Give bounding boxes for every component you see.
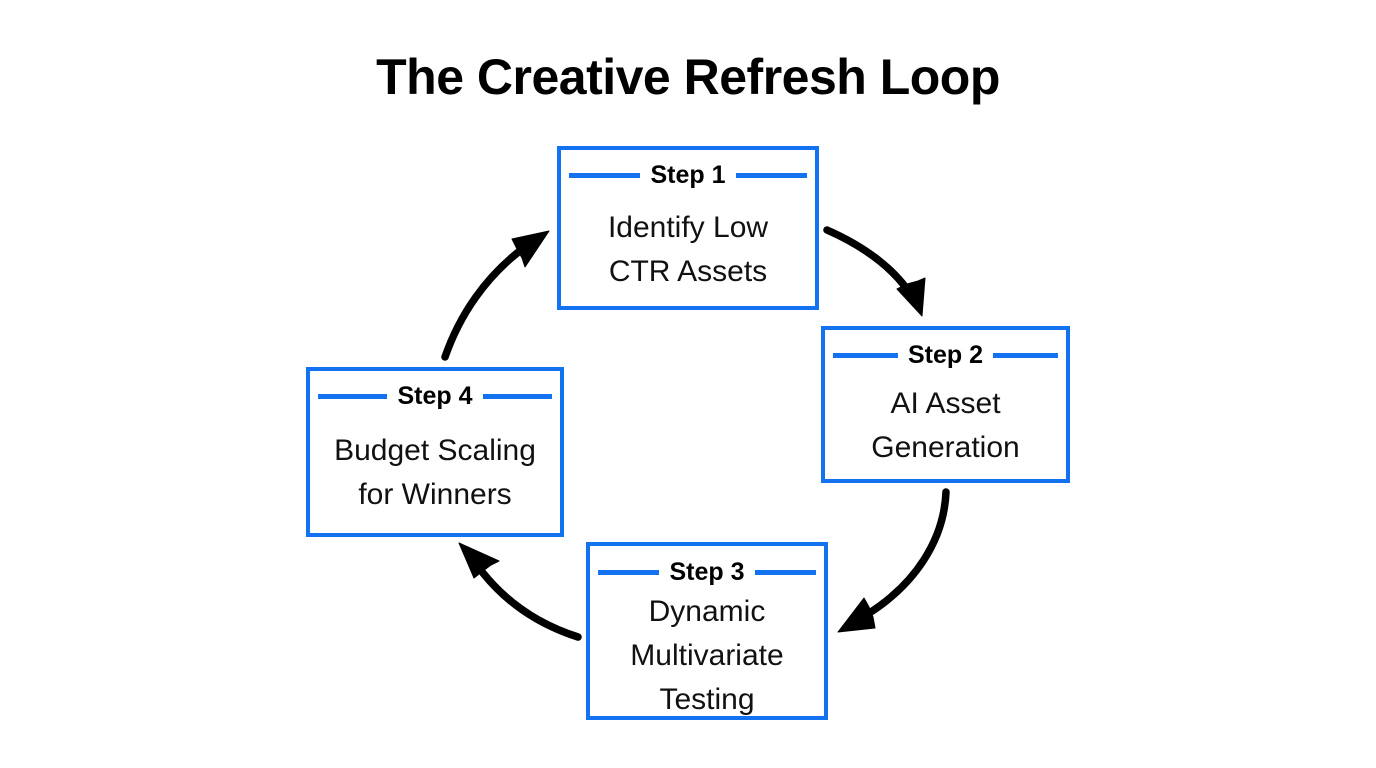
step-box-4[interactable]: Step 4 Budget Scaling for Winners bbox=[306, 367, 564, 537]
step-4-rule-left bbox=[318, 394, 388, 399]
step-3-body: Dynamic Multivariate Testing bbox=[630, 595, 784, 716]
step-3-rule-left bbox=[598, 570, 660, 575]
step-2-rule-left bbox=[833, 353, 898, 358]
step-1-rule-left bbox=[569, 173, 641, 178]
step-2-body: AI Asset Generation bbox=[871, 387, 1020, 464]
step-4-header: Step 4 bbox=[318, 384, 552, 409]
step-3-label: Step 3 bbox=[659, 560, 755, 585]
step-2-header: Step 2 bbox=[833, 343, 1058, 368]
step-1-header: Step 1 bbox=[569, 163, 807, 188]
step-1-body: Identify Low CTR Assets bbox=[607, 211, 769, 288]
arrow-step-1-to-step-2 bbox=[823, 226, 926, 317]
step-1-rule-right bbox=[735, 173, 807, 178]
step-2-label: Step 2 bbox=[897, 343, 994, 368]
step-box-3[interactable]: Step 3 Dynamic Multivariate Testing bbox=[586, 542, 828, 720]
step-box-2[interactable]: Step 2 AI Asset Generation bbox=[821, 326, 1070, 483]
arrow-step-4-to-step-1 bbox=[441, 230, 550, 361]
arrow-step-2-to-step-3 bbox=[837, 488, 950, 633]
step-4-label: Step 4 bbox=[387, 384, 483, 409]
step-3-rule-right bbox=[754, 570, 816, 575]
step-4-body: Budget Scaling for Winners bbox=[334, 434, 536, 511]
page-title: The Creative Refresh Loop bbox=[376, 49, 1000, 105]
arrow-step-3-to-step-4 bbox=[458, 542, 582, 641]
step-2-rule-right bbox=[993, 353, 1058, 358]
step-box-1[interactable]: Step 1 Identify Low CTR Assets bbox=[557, 146, 819, 310]
step-3-header: Step 3 bbox=[598, 560, 816, 585]
step-1-label: Step 1 bbox=[640, 163, 736, 188]
step-4-rule-right bbox=[482, 394, 552, 399]
